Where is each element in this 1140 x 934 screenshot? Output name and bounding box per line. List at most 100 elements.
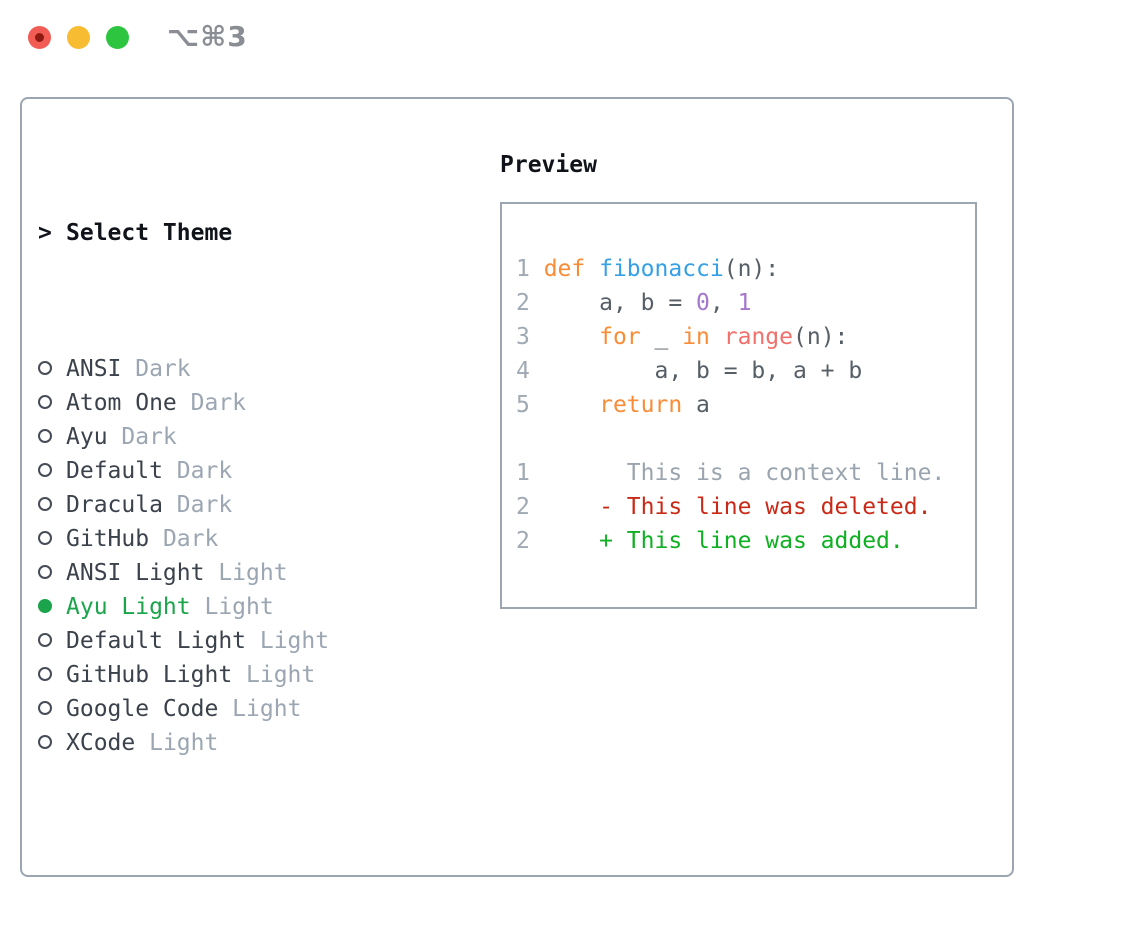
circle-glyph xyxy=(38,496,52,511)
code-token: return xyxy=(599,392,683,418)
option-variant-label: Dark xyxy=(162,458,233,484)
code-line: 1 def fibonacci(n): xyxy=(516,252,975,286)
circle-glyph xyxy=(38,666,52,681)
code-token: (n): xyxy=(723,256,780,282)
radio-circle-icon xyxy=(38,726,66,760)
line-number: 2 xyxy=(516,494,544,520)
radio-circle-icon xyxy=(38,420,66,454)
option-label: ANSI xyxy=(66,356,122,382)
theme-option[interactable]: Dracula Dark xyxy=(38,488,470,522)
theme-option[interactable]: XCode Light xyxy=(38,726,470,760)
code-token: 0 xyxy=(696,290,710,316)
option-label: Google Code xyxy=(66,696,219,722)
code-token: a, b = b, a + b xyxy=(543,358,863,384)
circle-glyph xyxy=(38,734,52,749)
code-token xyxy=(544,324,599,350)
zoom-button[interactable] xyxy=(106,26,129,49)
option-variant-label: Light xyxy=(218,696,302,722)
line-number: 2 xyxy=(516,528,544,554)
code-token: - This line was deleted. xyxy=(543,494,932,520)
option-label: Ayu xyxy=(66,424,108,450)
theme-option[interactable]: Default Dark xyxy=(38,454,470,488)
code-line: 5 return a xyxy=(516,388,975,422)
radio-circle-icon xyxy=(38,658,66,692)
theme-option[interactable]: Atom One Dark xyxy=(38,386,470,420)
code-line: 2 a, b = 0, 1 xyxy=(516,286,975,320)
code-token xyxy=(710,324,724,350)
circle-glyph xyxy=(38,632,52,647)
theme-option[interactable]: ANSI Dark xyxy=(38,352,470,386)
radio-circle-icon xyxy=(38,386,66,420)
theme-option[interactable]: GitHub Light Light xyxy=(38,658,470,692)
selected-radio-icon xyxy=(38,590,66,624)
option-variant-label: Dark xyxy=(149,526,219,552)
select-theme-header: Select Theme xyxy=(66,220,233,246)
code-token xyxy=(544,392,599,418)
close-button[interactable] xyxy=(28,26,51,49)
theme-option[interactable]: Ayu Light Light xyxy=(38,590,470,624)
option-label: ANSI Light xyxy=(66,560,205,586)
theme-option[interactable]: Ayu Dark xyxy=(38,420,470,454)
option-label: Default Light xyxy=(66,628,247,654)
code-token: _ xyxy=(640,324,683,350)
option-label: Atom One xyxy=(66,390,177,416)
option-variant-label: Dark xyxy=(107,424,177,450)
option-label: Ayu Light xyxy=(66,594,191,620)
select-theme-header-row: > Select Theme xyxy=(38,216,470,250)
spacer xyxy=(38,862,470,896)
circle-glyph xyxy=(38,462,52,477)
circle-glyph xyxy=(38,564,52,579)
option-label: XCode xyxy=(66,730,136,756)
option-variant-label: Light xyxy=(232,662,316,688)
circle-glyph xyxy=(38,428,52,443)
code-line: 4 a, b = b, a + b xyxy=(516,354,975,388)
circle-glyph xyxy=(38,598,52,613)
code-token: 1 xyxy=(737,290,752,316)
code-line: 2 - This line was deleted. xyxy=(516,490,975,524)
circle-glyph xyxy=(38,700,52,715)
code-token: a, b = xyxy=(543,290,697,316)
theme-option[interactable]: GitHub Dark xyxy=(38,522,470,556)
code-line: 3 for _ in range(n): xyxy=(516,320,975,354)
option-variant-label: Light xyxy=(246,628,330,654)
radio-circle-icon xyxy=(38,556,66,590)
minimize-button[interactable] xyxy=(67,26,90,49)
code-token: def xyxy=(543,256,586,282)
option-label: GitHub Light xyxy=(66,662,233,688)
circle-glyph xyxy=(38,360,52,375)
option-variant-label: Dark xyxy=(162,492,233,518)
code-line: 2 + This line was added. xyxy=(516,524,975,558)
line-number: 1 xyxy=(516,460,544,486)
line-number: 5 xyxy=(516,392,544,418)
option-label: Default xyxy=(66,458,163,484)
line-number: 1 xyxy=(516,256,544,282)
theme-option[interactable]: ANSI Light Light xyxy=(38,556,470,590)
titlebar: ⌥⌘3 xyxy=(0,0,1140,74)
preview-header: Preview xyxy=(500,152,597,178)
unsaved-changes-dot-icon xyxy=(35,33,44,42)
circle-glyph xyxy=(38,530,52,545)
window-title: ⌥⌘3 xyxy=(167,20,248,53)
prompt-icon: > xyxy=(38,220,52,246)
circle-glyph xyxy=(38,394,52,409)
code-line xyxy=(516,422,975,456)
theme-option[interactable]: Default Light Light xyxy=(38,624,470,658)
theme-option[interactable]: Google Code Light xyxy=(38,692,470,726)
radio-circle-icon xyxy=(38,692,66,726)
option-variant-label: Light xyxy=(204,560,288,586)
radio-circle-icon xyxy=(38,454,66,488)
code-token: + This line was added. xyxy=(543,528,904,554)
option-variant-label: Dark xyxy=(176,390,247,416)
code-line: 1 This is a context line. xyxy=(516,456,975,490)
code-token: in xyxy=(682,324,710,350)
radio-circle-icon xyxy=(38,352,66,386)
code-token: for xyxy=(599,324,641,350)
option-label: GitHub xyxy=(66,526,150,552)
code-token: This is a context line. xyxy=(543,460,946,486)
